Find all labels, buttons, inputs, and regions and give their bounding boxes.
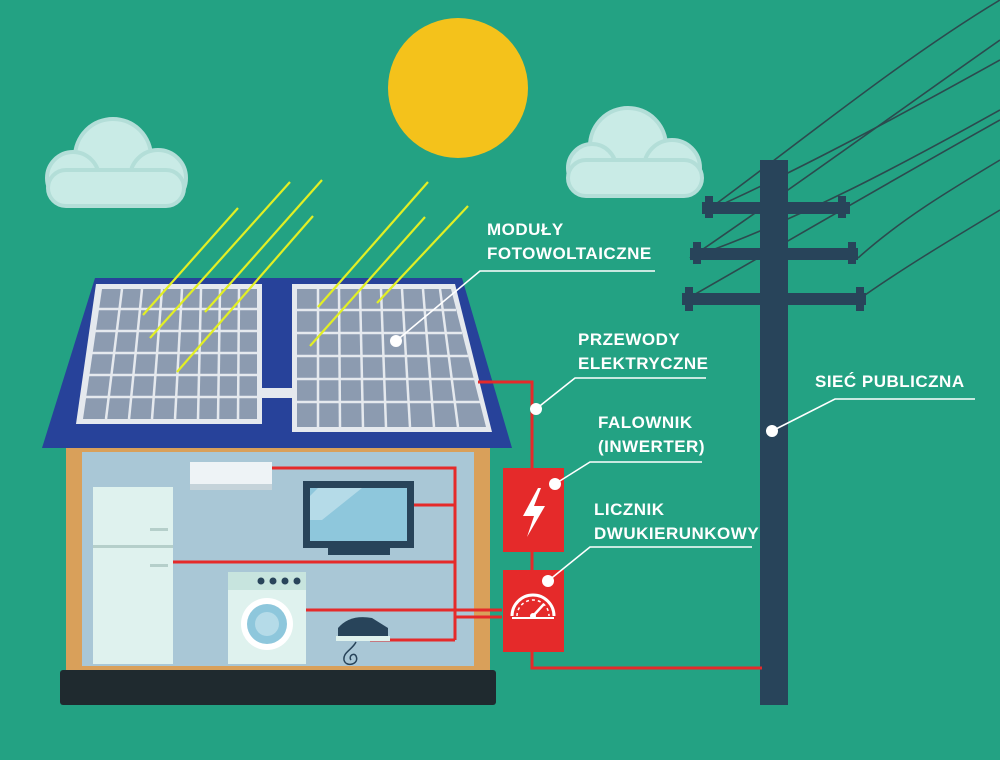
label-pv-modules-line2: FOTOWOLTAICZNE bbox=[487, 244, 652, 263]
label-inverter: FALOWNIK (INWERTER) bbox=[598, 411, 705, 459]
label-public-grid: SIEĆ PUBLICZNA bbox=[815, 370, 965, 394]
lightning-bolt-icon bbox=[523, 488, 545, 537]
washing-machine bbox=[228, 572, 306, 664]
utility-pole bbox=[682, 160, 866, 705]
sun-rays bbox=[142, 179, 469, 373]
label-pv-modules: MODUŁY FOTOWOLTAICZNE bbox=[487, 218, 652, 266]
label-bidirectional-meter: LICZNIK DWUKIERUNKOWY bbox=[594, 498, 759, 546]
tv bbox=[303, 481, 414, 555]
meter-box bbox=[503, 570, 564, 652]
label-electrical-wires-line2: ELEKTRYCZNE bbox=[578, 354, 709, 373]
air-conditioner bbox=[190, 462, 272, 490]
iron bbox=[336, 617, 390, 666]
label-inverter-line2: (INWERTER) bbox=[598, 437, 705, 456]
label-electrical-wires-line1: PRZEWODY bbox=[578, 330, 681, 349]
label-public-grid-line1: SIEĆ PUBLICZNA bbox=[815, 372, 965, 391]
electrical-wires bbox=[172, 380, 762, 670]
refrigerator bbox=[93, 487, 173, 664]
label-electrical-wires: PRZEWODY ELEKTRYCZNE bbox=[578, 328, 709, 376]
cloud-left bbox=[45, 117, 188, 208]
solar-panel-right bbox=[292, 284, 492, 432]
panel-connector bbox=[262, 388, 292, 398]
label-bidirectional-meter-line1: LICZNIK bbox=[594, 500, 665, 519]
sun bbox=[388, 18, 528, 158]
label-pv-modules-line1: MODUŁY bbox=[487, 220, 564, 239]
callout-lines bbox=[395, 270, 975, 582]
house-foundation bbox=[60, 670, 496, 705]
gauge-icon bbox=[510, 593, 556, 619]
cloud-right bbox=[566, 106, 704, 198]
callout-dots bbox=[390, 335, 778, 587]
solar-panel-left bbox=[76, 284, 262, 424]
label-bidirectional-meter-line2: DWUKIERUNKOWY bbox=[594, 524, 760, 543]
label-inverter-line1: FALOWNIK bbox=[598, 413, 693, 432]
